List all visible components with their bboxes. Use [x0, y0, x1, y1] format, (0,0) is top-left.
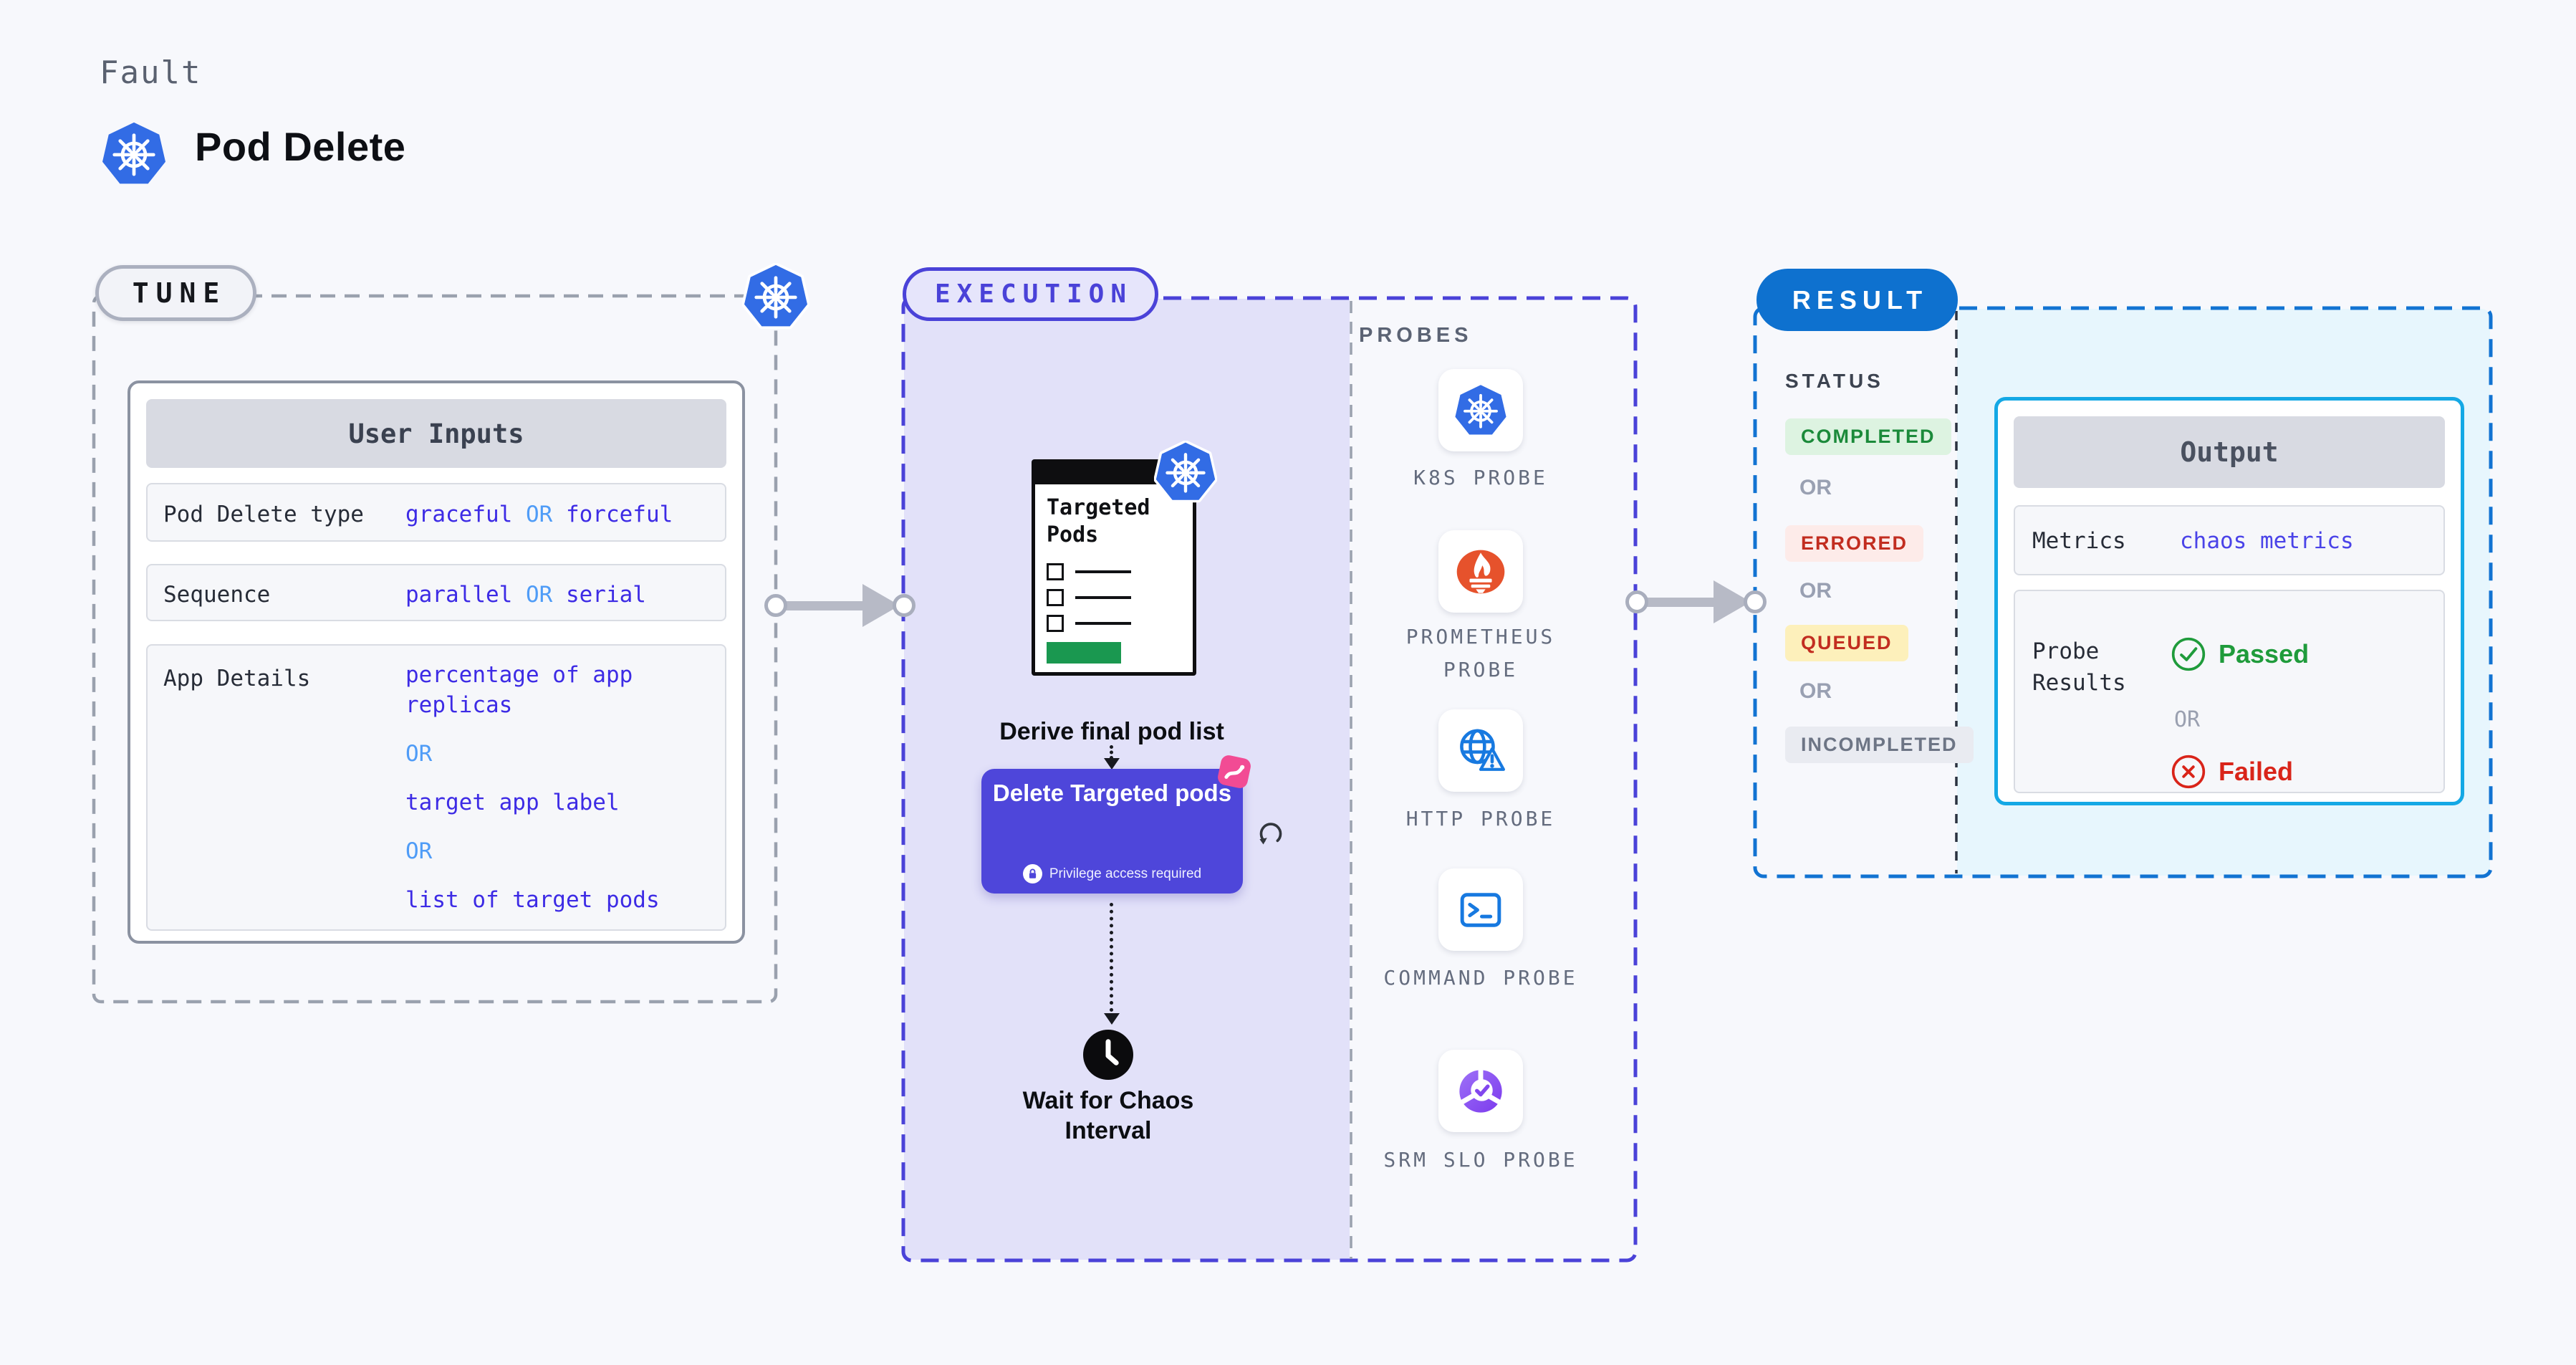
- probe-label: COMMAND PROBE: [1383, 966, 1578, 990]
- or-separator: OR: [1799, 579, 1832, 603]
- probe-card-command: [1438, 868, 1523, 951]
- value-option: percentage of app replicas: [405, 662, 633, 718]
- kubernetes-icon: [1154, 441, 1217, 504]
- privilege-label: Privilege access required: [1049, 866, 1202, 881]
- probes-title: PROBES: [1359, 324, 1473, 347]
- input-value: parallel OR serial: [405, 582, 646, 608]
- checklist-item: [1047, 563, 1131, 580]
- value-option: serial: [565, 582, 646, 608]
- probe-label: PROMETHEUS PROBE: [1405, 625, 1556, 681]
- targeted-pods-title: Targeted Pods: [1047, 495, 1150, 547]
- lock-icon: [1022, 864, 1042, 883]
- arrow-down-icon: [1104, 1013, 1120, 1025]
- x-circle-icon: [2170, 753, 2207, 790]
- page-title: Pod Delete: [195, 124, 406, 169]
- probe-card-http: [1438, 709, 1523, 792]
- value-option: graceful: [405, 502, 513, 527]
- tune-section-label: TUNE: [132, 277, 227, 309]
- execution-section-pill: EXECUTION: [903, 267, 1158, 321]
- or-separator: OR: [525, 582, 553, 608]
- connection-port: [1744, 590, 1767, 613]
- or-separator: OR: [1799, 476, 1832, 499]
- probe-results-label: Probe Results: [2032, 638, 2126, 696]
- value-option: list of target pods: [405, 887, 660, 913]
- delete-node-title: Delete Targeted pods: [992, 780, 1232, 806]
- targeted-pods-icon: Targeted Pods: [1032, 459, 1196, 676]
- privilege-row: Privilege access required: [981, 864, 1243, 883]
- status-title: STATUS: [1785, 370, 1884, 392]
- probe-label: SRM SLO PROBE: [1383, 1148, 1578, 1172]
- probe-card-srm-slo: [1438, 1050, 1523, 1132]
- slo-pie-icon: [1453, 1064, 1508, 1119]
- result-section-label: RESULT: [1792, 284, 1928, 315]
- chaos-icon: [1212, 749, 1256, 794]
- input-label: Pod Delete type: [163, 502, 364, 527]
- connection-port: [893, 594, 915, 617]
- user-inputs-title: User Inputs: [348, 418, 524, 449]
- input-row-sequence: Sequence parallel OR serial: [146, 564, 726, 621]
- or-separator: OR: [1799, 679, 1832, 703]
- progress-bar: [1047, 642, 1121, 664]
- terminal-icon: [1453, 883, 1508, 937]
- output-card: Output Metrics chaos metrics Probe Resul…: [1994, 397, 2464, 805]
- probe-label: K8S PROBE: [1413, 466, 1548, 489]
- checklist-item: [1047, 589, 1131, 606]
- failed-result: Failed: [2170, 753, 2293, 790]
- check-circle-icon: [2170, 636, 2207, 673]
- output-row-probe-results: Probe Results Passed OR Failed: [2014, 590, 2445, 793]
- status-badge-completed: COMPLETED: [1785, 418, 1951, 455]
- clock-icon: [1083, 1030, 1133, 1080]
- connector-line: [1110, 745, 1113, 760]
- probe-card-prometheus: [1438, 530, 1523, 613]
- input-row-pod-delete-type: Pod Delete type graceful OR forceful: [146, 483, 726, 542]
- delete-targeted-pods-node: Delete Targeted pods Privilege access re…: [981, 769, 1243, 894]
- refresh-icon: [1252, 815, 1289, 853]
- connection-port: [764, 594, 787, 617]
- connector-line: [1110, 903, 1113, 1012]
- kubernetes-icon: [100, 120, 168, 188]
- input-value: percentage of app replicas OR target app…: [405, 660, 678, 934]
- value-option: parallel: [405, 582, 513, 608]
- status-badge-incompleted: INCOMPLETED: [1785, 727, 1974, 763]
- output-row-metrics: Metrics chaos metrics: [2014, 505, 2445, 575]
- prometheus-icon: [1454, 545, 1507, 598]
- output-header: Output: [2014, 416, 2445, 488]
- tune-section-pill: TUNE: [95, 265, 256, 321]
- user-inputs-header: User Inputs: [146, 399, 726, 468]
- fault-kicker: Fault: [100, 54, 202, 91]
- passed-label: Passed: [2219, 639, 2310, 669]
- input-label: Sequence: [163, 582, 271, 608]
- or-separator: OR: [525, 502, 553, 527]
- wait-chaos-caption: Wait for Chaos Interval: [1022, 1087, 1194, 1144]
- failed-label: Failed: [2219, 757, 2294, 786]
- connection-port: [1625, 590, 1648, 613]
- metrics-label: Metrics: [2032, 528, 2126, 554]
- value-option: target app label: [405, 790, 620, 815]
- checklist-item: [1047, 615, 1131, 632]
- or-separator: OR: [405, 741, 433, 767]
- input-value: graceful OR forceful: [405, 502, 673, 527]
- metrics-value: chaos metrics: [2180, 528, 2354, 554]
- output-title: Output: [2180, 436, 2279, 468]
- flow-arrow-tune-to-execution: [764, 582, 916, 629]
- status-badge-queued: QUEUED: [1785, 625, 1908, 661]
- probe-card-k8s: [1438, 369, 1523, 451]
- derive-pod-list-caption: Derive final pod list: [999, 718, 1224, 745]
- arrow-down-icon: [1104, 758, 1120, 770]
- result-section-pill: RESULT: [1756, 269, 1958, 331]
- or-separator: OR: [405, 838, 433, 864]
- input-row-app-details: App Details percentage of app replicas O…: [146, 644, 726, 931]
- status-badge-errored: ERRORED: [1785, 525, 1924, 562]
- or-separator: OR: [2174, 707, 2201, 732]
- globe-warning-icon: [1453, 724, 1508, 778]
- execution-section-label: EXECUTION: [934, 279, 1133, 309]
- value-option: forceful: [565, 502, 673, 527]
- probe-label: HTTP PROBE: [1405, 807, 1556, 830]
- kubernetes-icon: [742, 263, 809, 330]
- flow-arrow-execution-to-result: [1625, 578, 1767, 626]
- kubernetes-icon: [1453, 383, 1508, 438]
- user-inputs-card: User Inputs Pod Delete type graceful OR …: [128, 380, 745, 944]
- passed-result: Passed: [2170, 636, 2309, 673]
- input-label: App Details: [163, 666, 311, 691]
